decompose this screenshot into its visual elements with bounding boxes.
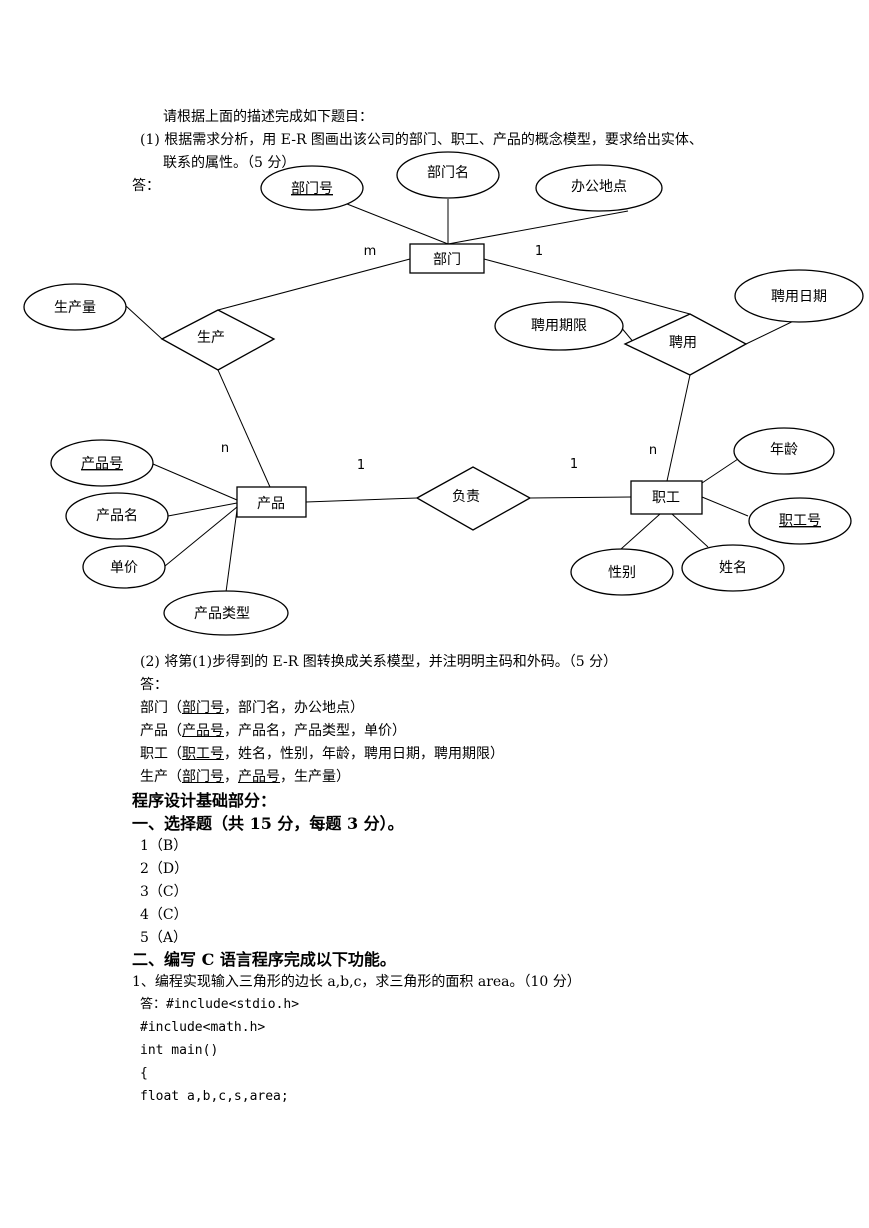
key-product-no: 产品号: [238, 769, 280, 785]
attr-hire-date-ellipse: [734, 269, 864, 323]
code-line-4: {: [140, 1066, 148, 1081]
attr-price-label: 单价: [110, 560, 138, 576]
attr-gender-label: 性别: [608, 565, 636, 581]
relation-employee-prefix: 职工（: [140, 746, 182, 762]
key-dept-no: 部门号: [182, 769, 224, 785]
relationship-responsible-label: 负责: [452, 489, 480, 505]
c-question-1: 1、编程实现输入三角形的边长 a,b,c，求三角形的面积 area。（10 分）: [132, 974, 581, 990]
attr-dept-name-label: 部门名: [427, 165, 469, 181]
section-programming-heading: 程序设计基础部分：: [132, 791, 277, 810]
attr-dept-name-ellipse: [396, 151, 500, 199]
attr-price-ellipse: [82, 545, 166, 589]
answer-label-1: 答：: [132, 178, 160, 194]
section-choice-heading: 一、选择题（共 15 分，每题 3 分）。: [132, 814, 404, 833]
cardinality-m: m: [364, 244, 377, 259]
relation-produce-prefix: 生产（: [140, 769, 182, 785]
cardinality-employee-n: n: [649, 443, 657, 458]
attr-output-label: 生产量: [54, 300, 96, 316]
relation-product-prefix: 产品（: [140, 723, 182, 739]
cardinality-product-1: 1: [357, 458, 365, 473]
attr-product-type-label: 产品类型: [194, 606, 250, 622]
attr-emp-no-label: 职工号: [779, 513, 821, 529]
attr-dept-no-ellipse: [260, 165, 364, 211]
relation-product-rest: ，产品名，产品类型，单价）: [224, 723, 406, 739]
code-line-5: float a,b,c,s,area;: [140, 1089, 289, 1104]
attr-office-ellipse: [535, 164, 663, 212]
attr-product-no-label: 产品号: [81, 456, 123, 472]
entity-employee-box: [630, 480, 703, 515]
entity-product-label: 产品: [257, 496, 285, 512]
relation-employee: 职工（职工号，姓名，性别，年龄，聘用日期，聘用期限）: [140, 745, 504, 763]
attr-dept-no-label: 部门号: [291, 181, 333, 197]
relation-dept-rest: ，部门名，办公地点）: [224, 700, 364, 716]
attr-age-ellipse: [733, 427, 835, 475]
attr-product-no-ellipse: [50, 439, 154, 487]
question-1-line2: 联系的属性。（5 分）: [163, 155, 296, 171]
intro-text: 请根据上面的描述完成如下题目：: [163, 109, 373, 125]
primary-key-dept-no: 部门号: [182, 700, 224, 716]
relationship-responsible-diamond: [415, 466, 532, 531]
attr-product-type-ellipse: [163, 590, 289, 636]
entity-product-box: [236, 486, 307, 518]
code-line-2: #include<math.h>: [140, 1020, 266, 1035]
choice-answer-4: 4（C）: [140, 907, 188, 923]
relation-dept: 部门（部门号，部门名，办公地点）: [140, 699, 364, 717]
relationship-hire-diamond: [623, 313, 748, 376]
relation-dept-prefix: 部门（: [140, 700, 182, 716]
cardinality-employee-1: 1: [570, 457, 578, 472]
question-2: (2) 将第(1)步得到的 E-R 图转换成关系模型，并注明明主码和外码。（5 …: [140, 654, 618, 670]
attr-gender-ellipse: [570, 548, 674, 596]
attr-hire-period-ellipse: [494, 301, 624, 351]
entity-employee-label: 职工: [652, 490, 680, 506]
entity-dept-label: 部门: [433, 252, 461, 268]
attr-product-name-ellipse: [65, 492, 169, 540]
attr-product-name-label: 产品名: [96, 508, 138, 524]
code-line-3: int main(): [140, 1043, 219, 1058]
choice-answer-2: 2（D）: [140, 861, 189, 877]
choice-answer-3: 3（C）: [140, 884, 188, 900]
code-line-1: 答：#include<stdio.h>: [140, 997, 300, 1012]
primary-key-emp-no: 职工号: [182, 746, 224, 762]
primary-key-product-no: 产品号: [182, 723, 224, 739]
relation-produce: 生产（部门号，产品号，生产量）: [140, 768, 350, 786]
relation-produce-sep: ，: [224, 769, 238, 785]
relation-product: 产品（产品号，产品名，产品类型，单价）: [140, 722, 406, 740]
attr-hire-period-label: 聘用期限: [531, 318, 587, 334]
choice-answer-1: 1（B）: [140, 838, 188, 854]
relation-employee-rest: ，姓名，性别，年龄，聘用日期，聘用期限）: [224, 746, 504, 762]
attr-emp-no-ellipse: [748, 497, 852, 545]
attr-office-label: 办公地点: [571, 179, 627, 195]
choice-answer-5: 5（A）: [140, 930, 188, 946]
entity-dept-box: [409, 243, 485, 274]
attr-hire-date-label: 聘用日期: [771, 289, 827, 305]
question-1-line1: (1) 根据需求分析，用 E-R 图画出该公司的部门、职工、产品的概念模型，要求…: [140, 132, 703, 148]
answer-label-2: 答：: [140, 677, 168, 693]
cardinality-product-n: n: [221, 441, 229, 456]
relationship-produce-diamond: [160, 309, 276, 371]
relation-produce-rest: ，生产量）: [280, 769, 350, 785]
attr-output-ellipse: [23, 283, 127, 331]
cardinality-dept-1: 1: [535, 244, 543, 259]
section-c-heading: 二、编写 C 语言程序完成以下功能。: [132, 950, 396, 969]
relationship-hire-label: 聘用: [669, 335, 697, 351]
relationship-produce-label: 生产: [197, 330, 225, 346]
attr-name-label: 姓名: [719, 560, 747, 576]
attr-name-ellipse: [681, 544, 785, 592]
attr-age-label: 年龄: [770, 442, 798, 458]
er-diagram: 部门 产品 职工 生产 聘用 负责 部门号 部门名 办公地点 生产量 聘用期限 …: [23, 151, 864, 636]
